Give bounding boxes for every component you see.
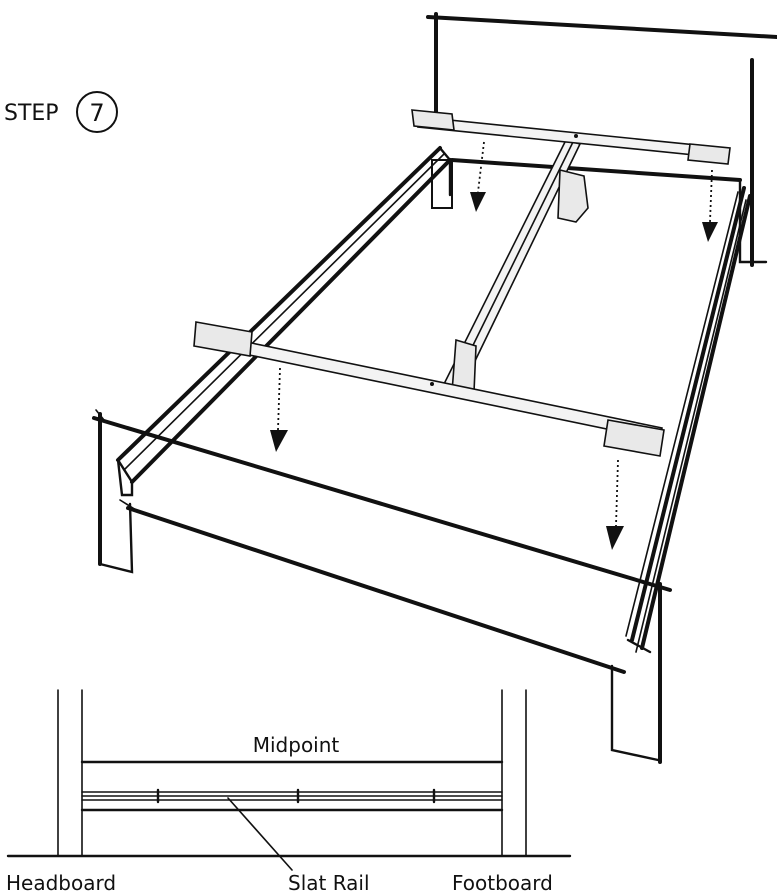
placement-arrows (270, 141, 718, 550)
front-cross-slat (193, 321, 665, 457)
step-number: 7 (89, 99, 104, 127)
left-side-rail (116, 146, 452, 497)
footboard-label: Footboard (452, 871, 553, 894)
down-arrow-icon (470, 192, 486, 212)
down-arrow-icon (606, 526, 624, 550)
down-arrow-icon (702, 222, 718, 242)
footboard (92, 409, 672, 764)
center-support-beam (440, 139, 589, 393)
midpoint-label: Midpoint (253, 733, 340, 757)
rear-cross-slat (411, 109, 731, 165)
headboard-label: Headboard (6, 871, 116, 894)
slat-rail-label: Slat Rail (288, 871, 370, 894)
headboard (426, 12, 777, 267)
detail-diagram: Midpoint Headboard Slat Rail Footboard (6, 689, 572, 894)
step-heading: STEP 7 (4, 91, 118, 133)
down-arrow-icon (270, 430, 288, 452)
step-label: STEP (4, 101, 59, 126)
right-side-rail (625, 186, 752, 654)
step-number-circle (76, 91, 118, 133)
